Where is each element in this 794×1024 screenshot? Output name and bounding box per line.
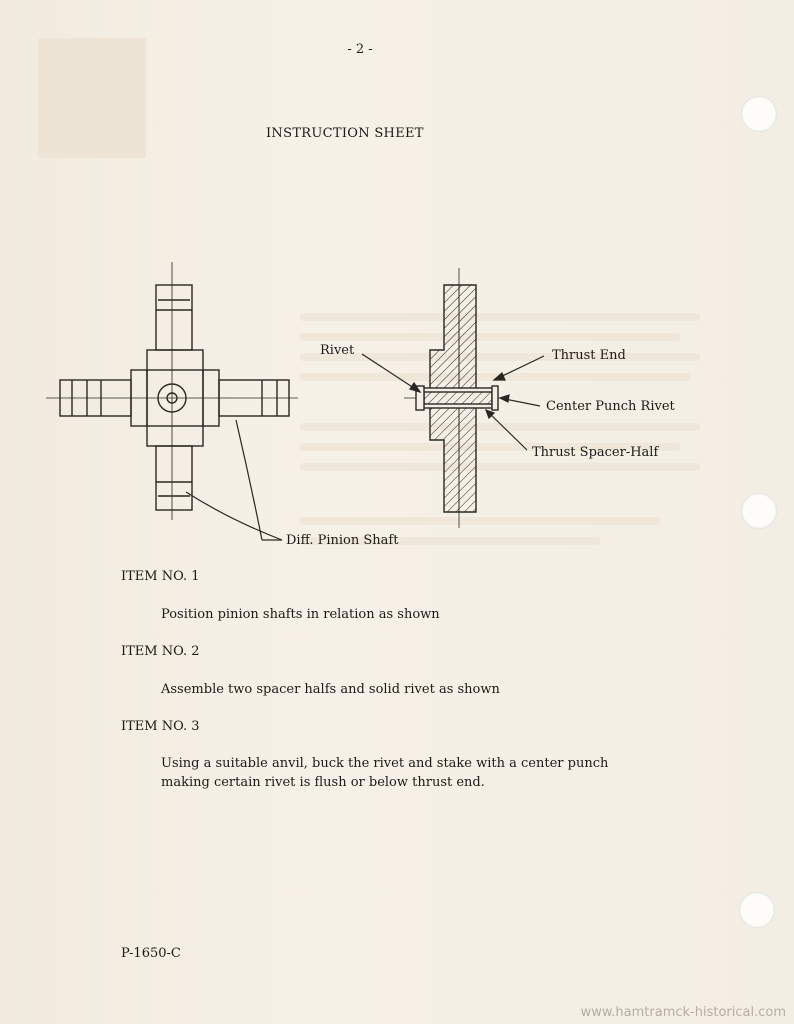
document-code: P-1650-C bbox=[121, 946, 181, 961]
bleed-through-line bbox=[300, 517, 660, 525]
page-number: - 2 - bbox=[347, 42, 373, 57]
bleed-through-line bbox=[300, 443, 680, 451]
bleed-through-line bbox=[300, 353, 700, 361]
item-1-text: Position pinion shafts in relation as sh… bbox=[161, 607, 440, 622]
thrust-spacer-section bbox=[404, 268, 508, 528]
bleed-through-line bbox=[300, 373, 690, 381]
item-1-title: ITEM NO. 1 bbox=[121, 569, 200, 584]
bleed-through-line bbox=[300, 313, 700, 321]
center-punch-rivet-label: Center Punch Rivet bbox=[546, 399, 675, 414]
watermark: www.hamtramck-historical.com bbox=[580, 1005, 786, 1020]
bleed-through-line bbox=[300, 463, 700, 471]
callout-arrows bbox=[361, 353, 545, 451]
rivet-label: Rivet bbox=[320, 343, 355, 358]
bleed-through-line bbox=[300, 423, 700, 431]
diff-pinion-shaft-label: Diff. Pinion Shaft bbox=[286, 533, 399, 548]
binder-hole bbox=[741, 493, 777, 529]
bleed-through-line bbox=[300, 333, 680, 341]
thrust-end-label: Thrust End bbox=[552, 348, 626, 363]
pinion-shaft-cross bbox=[46, 262, 298, 541]
bleed-through-line bbox=[300, 537, 600, 545]
binder-hole bbox=[741, 96, 777, 132]
item-2-title: ITEM NO. 2 bbox=[121, 644, 200, 659]
page-heading: INSTRUCTION SHEET bbox=[266, 126, 424, 141]
item-2-text: Assemble two spacer halfs and solid rive… bbox=[161, 682, 500, 697]
item-3-title: ITEM NO. 3 bbox=[121, 719, 200, 734]
thrust-spacer-half-label: Thrust Spacer-Half bbox=[532, 445, 659, 460]
binder-hole bbox=[739, 892, 775, 928]
item-3-text: Using a suitable anvil, buck the rivet a… bbox=[161, 756, 609, 790]
bleed-through-logo bbox=[38, 38, 146, 158]
